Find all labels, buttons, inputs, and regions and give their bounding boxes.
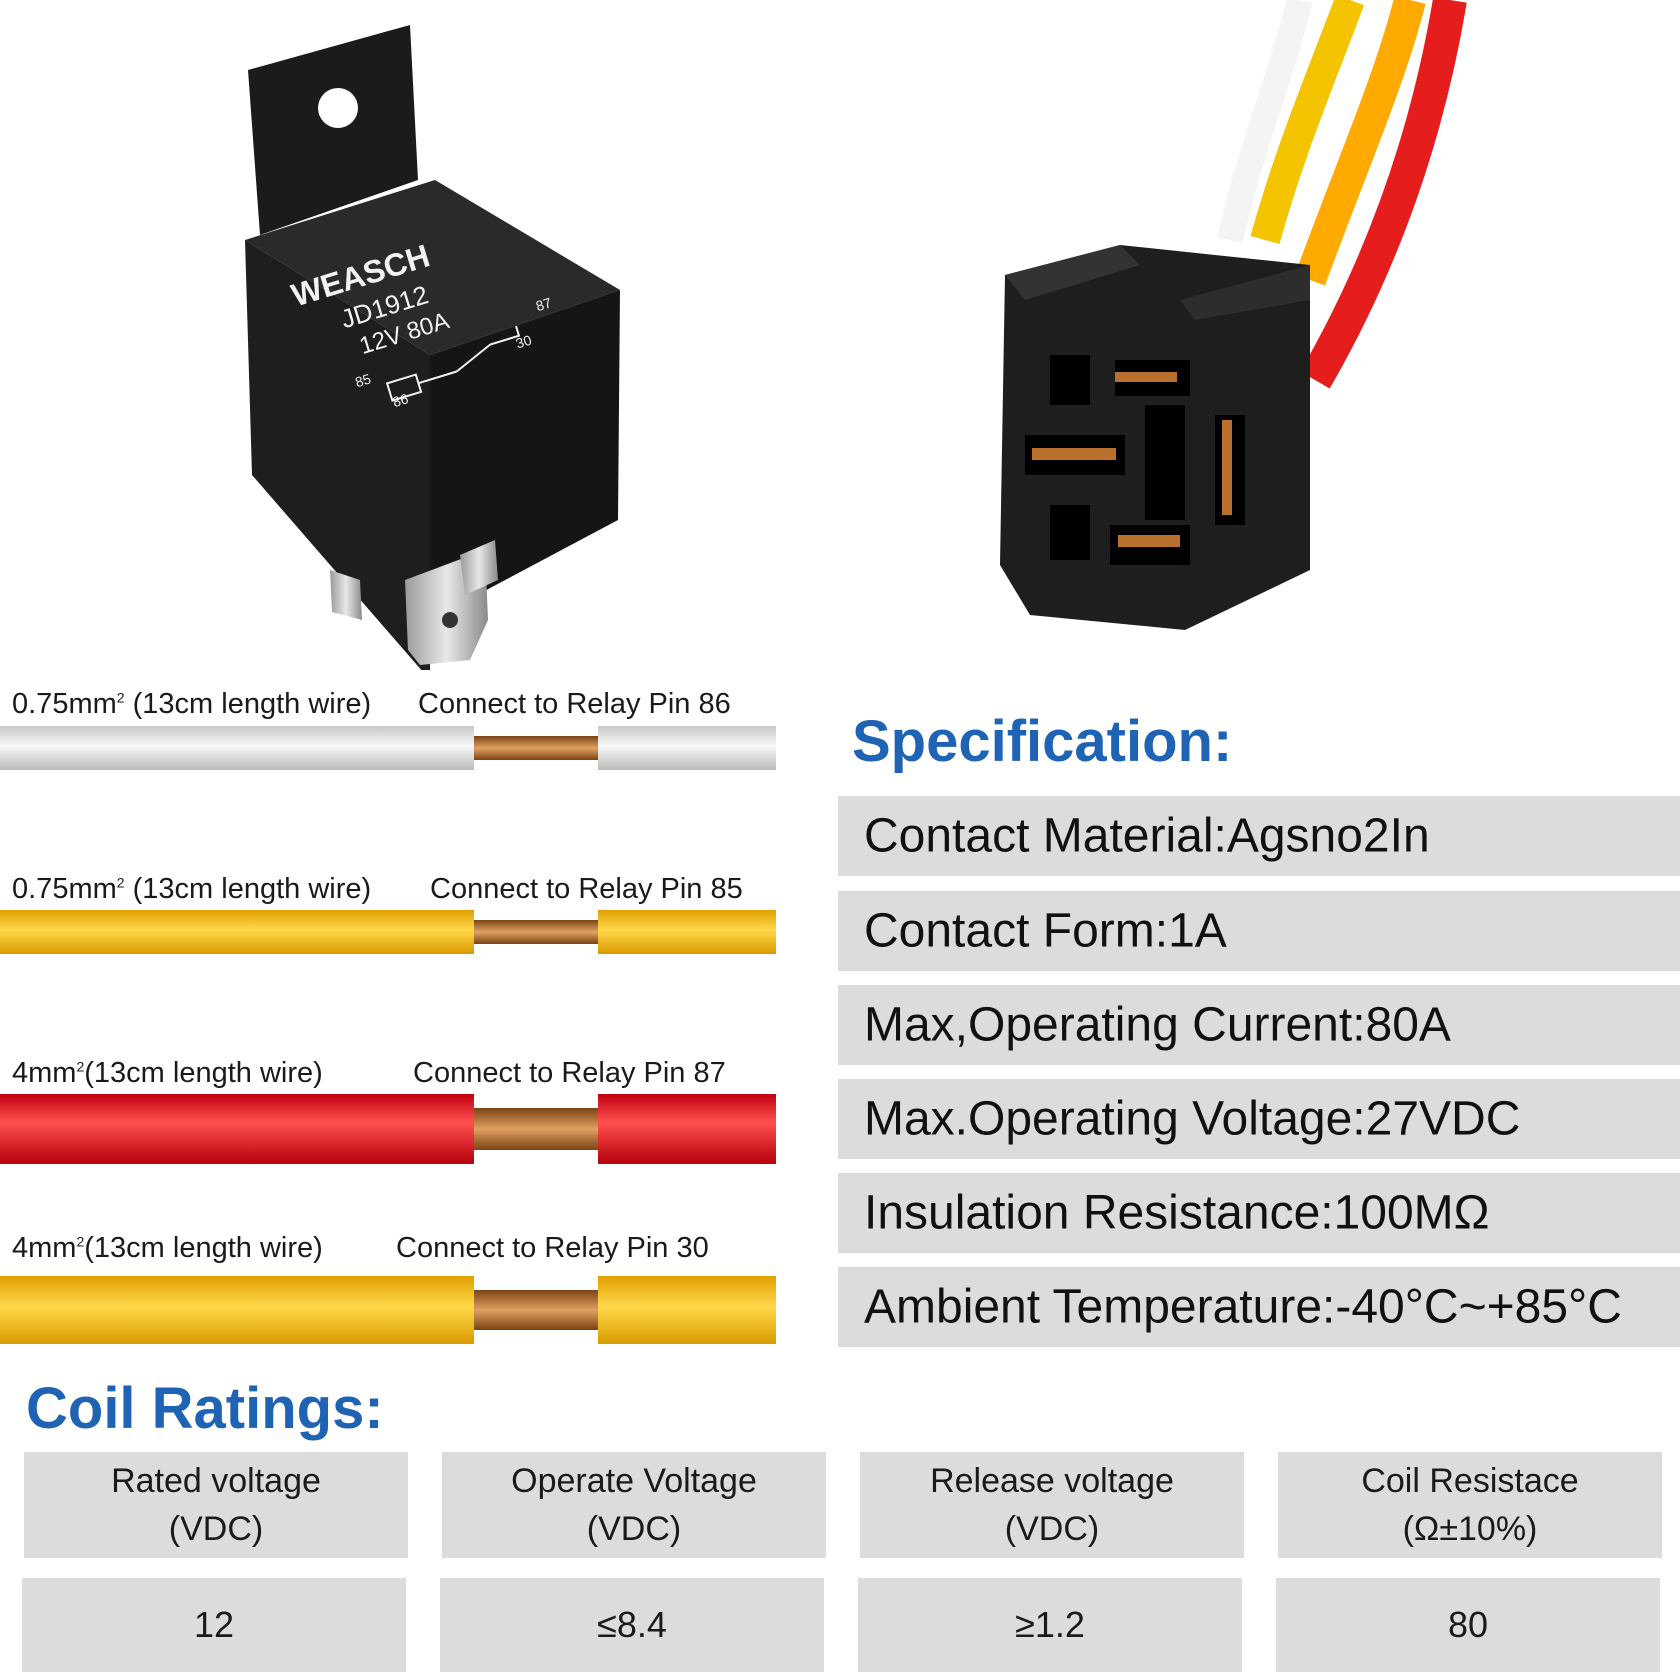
coil-header-coil-resistance: Coil Resistace(Ω±10%) — [1278, 1452, 1662, 1558]
wire-gauge-label: 0.75mm2 (13cm length wire) — [12, 873, 372, 905]
wire-connect-label: Connect to Relay Pin 86 — [418, 688, 731, 720]
wire-gauge-label: 4mm2(13cm length wire) — [12, 1057, 323, 1089]
spec-row: Contact Form:1A — [838, 891, 1680, 971]
wire-red — [0, 1094, 776, 1164]
relay-image: WEASCH JD1912 12V 80A 85 86 87 30 — [245, 25, 620, 670]
relay-pin-85: 85 — [353, 370, 373, 390]
wire-connect-label: Connect to Relay Pin 85 — [430, 873, 743, 905]
spec-row: Ambient Temperature:-40°C~+85°C — [838, 1267, 1680, 1347]
spec-row: Max,Operating Current:80A — [838, 985, 1680, 1065]
coil-value-coil-resistance: 80 — [1276, 1578, 1660, 1672]
spec-row: Insulation Resistance:100MΩ — [838, 1173, 1680, 1253]
wire-gauge-label: 4mm2(13cm length wire) — [12, 1232, 323, 1264]
wire-yellow-thick — [0, 1276, 776, 1344]
spec-row: Max.Operating Voltage:27VDC — [838, 1079, 1680, 1159]
coil-value-operate-voltage: ≤8.4 — [440, 1578, 824, 1672]
relay-socket-image — [1000, 0, 1467, 630]
relay-schematic — [385, 325, 521, 402]
coil-header-release-voltage: Release voltage(VDC) — [860, 1452, 1244, 1558]
wire-white — [0, 726, 776, 770]
specification-title: Specification: — [852, 709, 1233, 774]
coil-header-rated-voltage: Rated voltage(VDC) — [24, 1452, 408, 1558]
wire-connect-label: Connect to Relay Pin 87 — [413, 1057, 726, 1089]
relay-pin-86: 86 — [391, 390, 411, 410]
wire-connect-label: Connect to Relay Pin 30 — [396, 1232, 709, 1264]
relay-pin-87: 87 — [534, 294, 554, 314]
coil-value-rated-voltage: 12 — [22, 1578, 406, 1672]
wire-yellow — [0, 910, 776, 954]
coil-header-operate-voltage: Operate Voltage(VDC) — [442, 1452, 826, 1558]
wire-gauge-label: 0.75mm2 (13cm length wire) — [12, 688, 372, 720]
spec-row: Contact Material:Agsno2In — [838, 796, 1680, 876]
coil-value-release-voltage: ≥1.2 — [858, 1578, 1242, 1672]
coil-ratings-title: Coil Ratings: — [26, 1376, 384, 1441]
